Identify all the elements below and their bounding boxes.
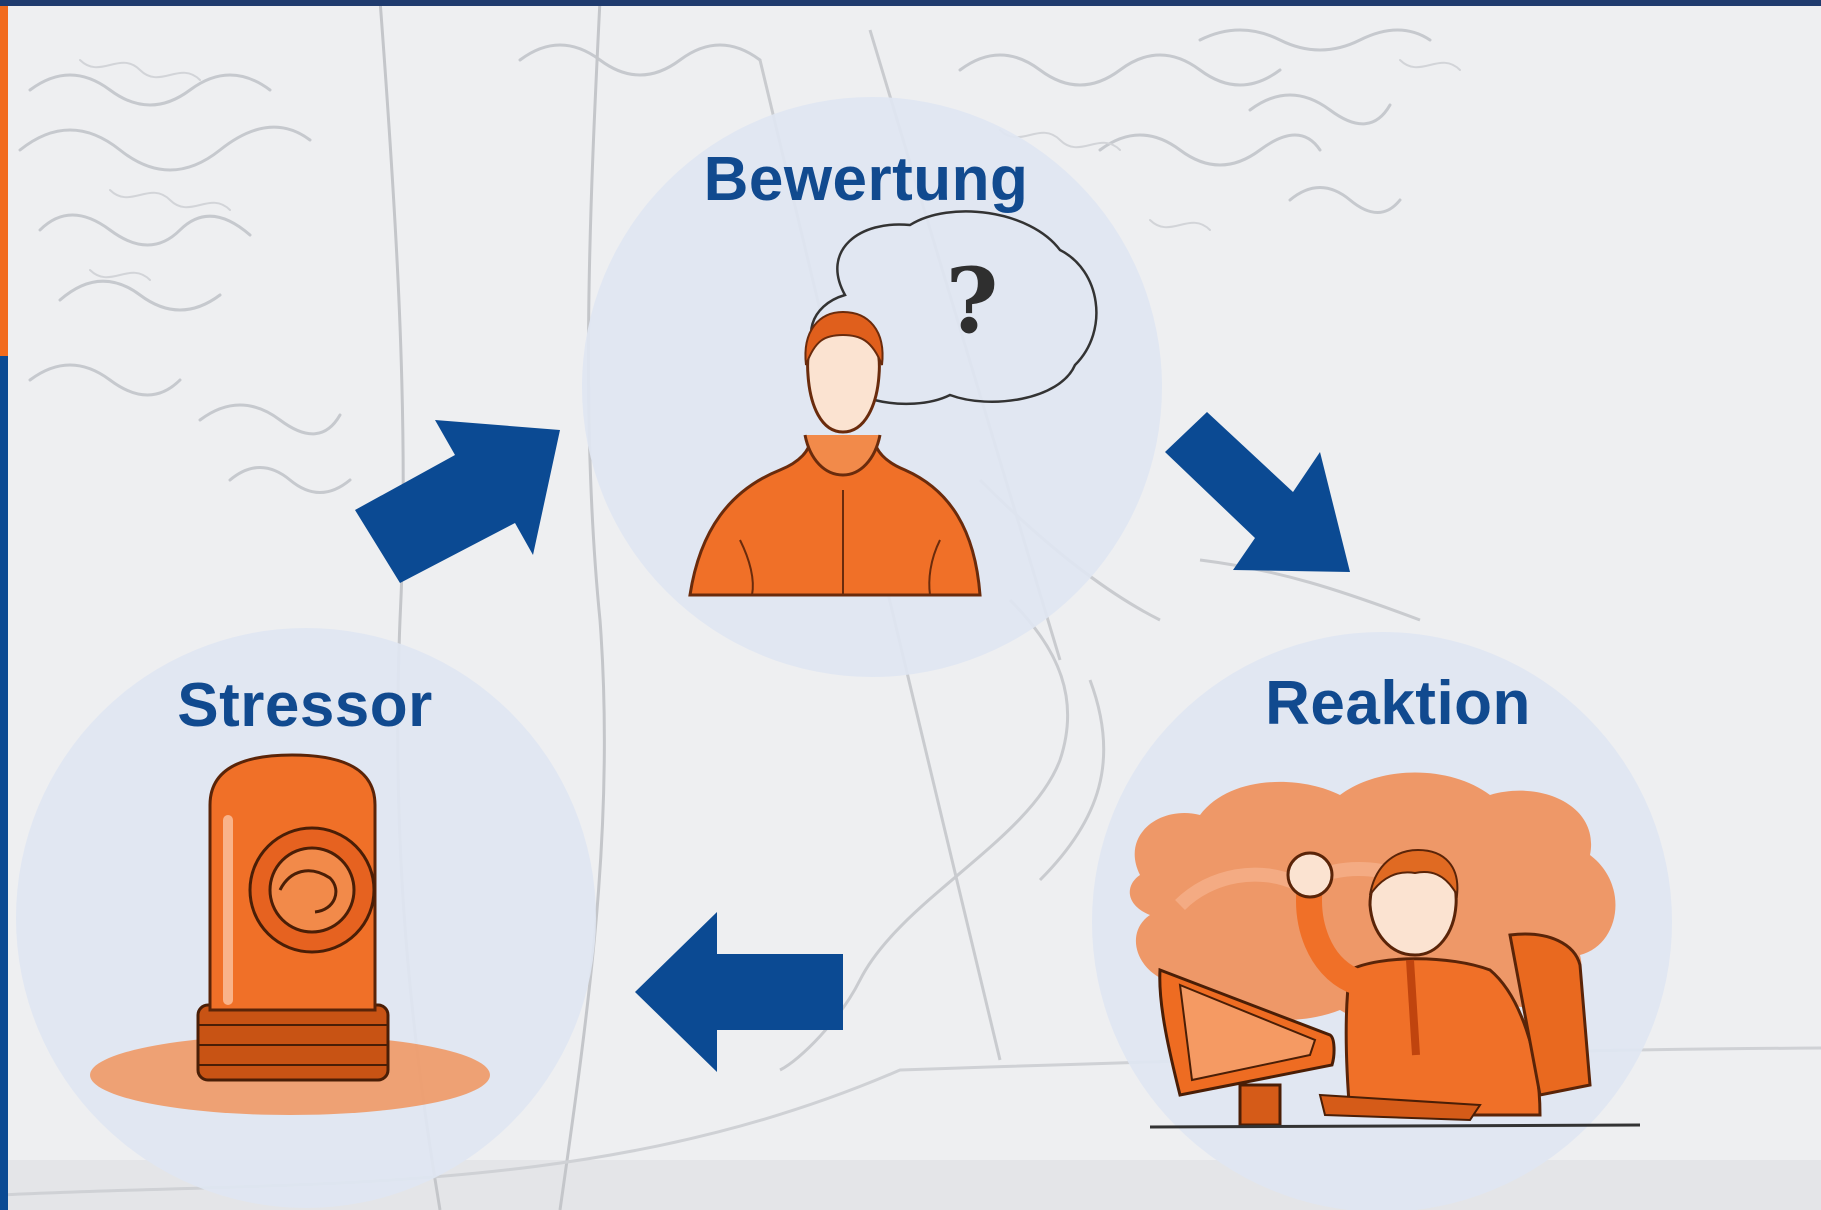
arrow-bewertung-to-reaktion bbox=[1165, 412, 1350, 572]
person-figure bbox=[688, 310, 982, 597]
left-accent-orange bbox=[0, 6, 8, 356]
left-accent-blue bbox=[0, 356, 8, 1210]
arrow-reaktion-to-stressor bbox=[635, 912, 843, 1072]
node-label-stressor: Stressor bbox=[177, 671, 433, 740]
warning-beacon-illustration bbox=[90, 753, 490, 1115]
left-accent-bar bbox=[0, 6, 8, 1210]
arrow-stressor-to-bewertung bbox=[355, 420, 560, 583]
top-frame-bar bbox=[0, 0, 1821, 6]
angry-man-computer-illustration bbox=[1129, 772, 1640, 1129]
question-mark-icon: ? bbox=[946, 248, 999, 354]
node-label-reaktion: Reaktion bbox=[1265, 669, 1531, 738]
node-label-bewertung: Bewertung bbox=[703, 145, 1029, 214]
thinking-person-illustration: ? bbox=[688, 210, 1098, 597]
